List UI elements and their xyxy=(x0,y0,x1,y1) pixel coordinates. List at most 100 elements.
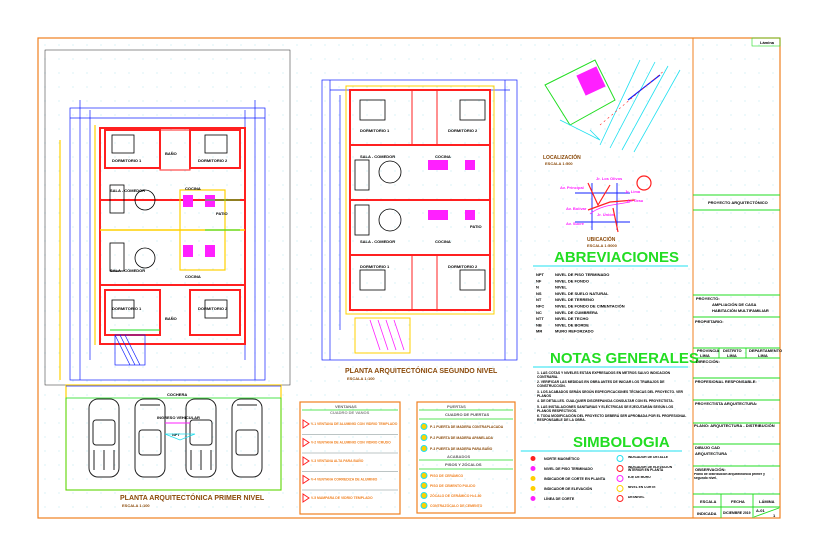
abbreviations-title: ABREVIACIONES xyxy=(554,249,679,266)
window-legend-item: V-5 MAMPARA DE VIDRIO TEMPLADO xyxy=(311,496,373,500)
street-label: Av. Sucre xyxy=(566,221,585,226)
tb-location-label: DIRECCIÓN: xyxy=(696,359,720,364)
tb-remarks-label: OBSERVACIÓN: xyxy=(695,467,726,472)
tb-scale-label: ESCALA xyxy=(700,499,717,504)
window-legend-item: V-1 VENTANA DE ALUMINIO CON VIDRIO TEMPL… xyxy=(311,422,398,426)
window-legend-item: V-2 VENTANA DE ALUMINIO CON VIDRIO CRUDO xyxy=(311,441,391,445)
symbol-icon xyxy=(530,456,536,461)
symbol-label: INDICADOR DE CORTE EN PLANTA xyxy=(544,477,606,481)
legend2-title2: ACABADOS xyxy=(447,454,470,459)
plan2-title: PLANTA ARQUITECTÓNICA SEGUNDO NIVEL xyxy=(345,366,498,375)
tb-cell-value: LIMA xyxy=(758,353,768,358)
street-label: Av. Grau xyxy=(627,198,644,203)
room-label: SALA - COMEDOR xyxy=(110,188,145,193)
room-label: PATIO xyxy=(470,224,482,229)
sheet-frame xyxy=(37,37,781,519)
symbol-label: LÍNEA DE CORTE xyxy=(544,496,575,501)
abbreviation-code: NPT xyxy=(536,272,545,277)
abbreviation-code: NF xyxy=(536,278,542,283)
window-marker-icon xyxy=(302,456,310,466)
finish-legend-item: PISO DE CEMENTO PULIDO xyxy=(430,484,476,488)
abbreviation-text: MURO REFORZADO xyxy=(555,329,594,334)
tb-university: PROYECTO ARQUITECTÓNICO xyxy=(708,200,768,205)
npt-label: NPT xyxy=(172,432,181,437)
access-label: INGRESO VEHICULAR xyxy=(157,415,200,420)
tb-designer-label: PROYECTISTA ARQUITECTURA: xyxy=(695,401,757,406)
tb-cell-label: PROVINCIA xyxy=(697,348,719,353)
title-block-text: PROYECTO ARQUITECTÓNICO PROYECTO: AMPLIA… xyxy=(694,200,782,518)
abbreviation-text: NIVEL DE FONDO xyxy=(555,278,589,283)
finish-legend-item: CONTRAZÓCALO DE CEMENTO xyxy=(430,503,483,508)
window-legend-item: V-4 VENTANA CORREDIZA DE ALUMINIO xyxy=(311,478,378,482)
symbol-label: NIVEL DE PISO TERMINADO xyxy=(544,467,593,471)
tb-cell-label: DISTRITO xyxy=(723,348,742,353)
title-block xyxy=(693,194,780,518)
window-marker-icon xyxy=(302,419,310,429)
tb-project-line2: HABITACIÓN MULTIFAMILIAR xyxy=(712,308,769,313)
tb-cell-label: DEPARTAMENTO xyxy=(749,348,782,353)
legend1-subtitle: CUADRO DE VANOS xyxy=(330,410,370,415)
room-label: COCINA xyxy=(435,154,451,159)
tb-sheet-label: LÁMINA xyxy=(759,499,775,504)
car-icon xyxy=(134,398,166,478)
plan2-scale: ESCALA 1:100 xyxy=(347,376,375,381)
street-label: Av. Principal xyxy=(560,185,584,190)
tb-sheet: A-01 xyxy=(756,508,765,513)
room-label: SALA - COMEDOR xyxy=(110,268,145,273)
street-label: Jr. Unión xyxy=(597,212,615,217)
situation-scale: ESCALA 1:5000 xyxy=(587,243,618,248)
tb-scale: INDICADA xyxy=(697,511,717,516)
finish-marker-icon xyxy=(420,472,428,479)
symbol-icon xyxy=(530,466,536,471)
abbreviation-text: NIVEL DE BORDE xyxy=(555,322,589,327)
door-marker-icon xyxy=(420,423,428,430)
symbol-label: EJE DE MURO xyxy=(628,475,651,479)
location-map: LOCALIZACIÓN ESCALA 1:500 Av. Principal … xyxy=(543,59,681,248)
windows-legend: VENTANAS CUADRO DE VANOS V-1 VENTANA DE … xyxy=(299,401,401,515)
street-label: Av. Bolívar xyxy=(566,206,587,211)
room-label: DORMITORIO 1 xyxy=(360,128,390,133)
window-legend-item: V-3 VENTANA ALTA PARA BAÑO xyxy=(311,458,364,463)
parking-label: COCHERA xyxy=(167,392,187,397)
symbol-icon xyxy=(616,495,624,502)
abbreviation-code: NTT xyxy=(536,316,544,321)
plan1-scale: ESCALA 1:100 xyxy=(122,503,150,508)
location-title: LOCALIZACIÓN xyxy=(543,153,581,161)
door-legend-item: P-2 PUERTA DE MADERA APANELADA xyxy=(430,436,494,440)
legend2-subtitle: CUADRO DE PUERTAS xyxy=(445,412,489,417)
symbol-label: NIVEL EN CORTE xyxy=(628,485,656,489)
tb-project-label: PROYECTO: xyxy=(696,296,720,301)
legend2-subtitle2: PISOS Y ZÓCALOS xyxy=(445,462,482,467)
tb-owner-label: PROPIETARIO: xyxy=(695,319,724,324)
tb-plan-label: PLANO: ARQUITECTURA - DISTRIBUCIÓN xyxy=(694,423,775,428)
room-label: DORMITORIO 1 xyxy=(360,264,390,269)
finish-legend-item: PISO DE CERÁMICO xyxy=(430,473,464,478)
abbreviation-text: NIVEL xyxy=(555,285,567,290)
abbreviation-text: NIVEL DE CUMBRERA xyxy=(555,310,598,315)
abbreviation-code: NS xyxy=(536,291,542,296)
symbol-label: INDICADOR DE ELEVACIÓN INTERIOR EN PLANT… xyxy=(628,465,673,473)
room-label: COCINA xyxy=(185,186,201,191)
abbreviation-code: NC xyxy=(536,310,542,315)
window-marker-icon xyxy=(302,437,310,448)
general-notes-list: 1. LAS COTAS Y NIVELES ESTÁN EXPRESADOS … xyxy=(537,371,687,422)
symbol-icon xyxy=(530,486,536,491)
notes-title: NOTAS GENERALES xyxy=(550,350,699,367)
street-label: Jr. Los Olivos xyxy=(596,176,623,181)
general-note: 6. TODA MODIFICACIÓN DEL PROYECTO DEBERÁ… xyxy=(537,413,687,422)
general-note: 4. DE DETALLES. CUALQUIER DISCREPANCIA C… xyxy=(537,399,674,404)
tb-remarks: Plano de distribución arquitectónica pri… xyxy=(694,473,765,480)
tb-professional-label: PROFESIONAL RESPONSABLE: xyxy=(695,379,757,384)
room-label: SALA - COMEDOR xyxy=(360,239,395,244)
window-marker-icon xyxy=(302,493,310,503)
finish-marker-icon xyxy=(420,482,428,489)
situation-title: UBICACIÓN xyxy=(587,235,616,243)
sheet-corner-label: Lámina xyxy=(760,40,775,45)
symbol-icon xyxy=(530,496,536,501)
symbol-label: DESNIVEL xyxy=(628,495,645,499)
parking-area: COCHERA INGRESO VEHICULAR NPT PLANTA ARQ… xyxy=(65,384,282,508)
abbreviation-code: NT xyxy=(536,297,542,302)
car-icon xyxy=(88,398,120,478)
